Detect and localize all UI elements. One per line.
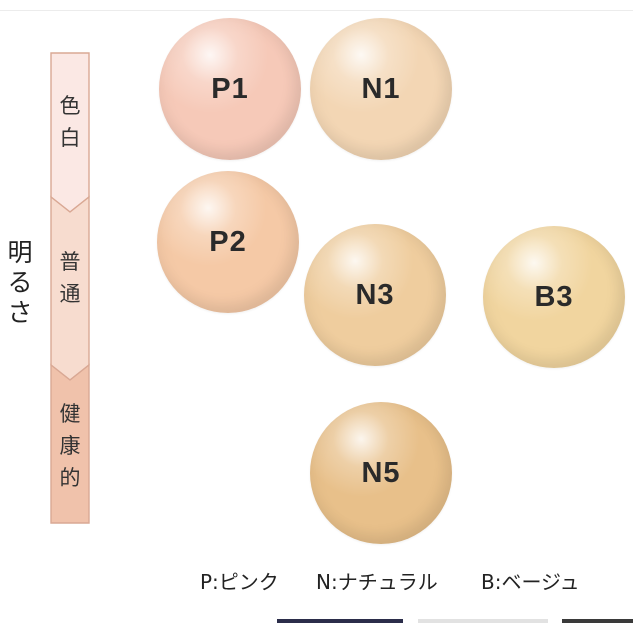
shade-label: P1 — [211, 72, 249, 105]
scale-char: 白 — [59, 126, 81, 150]
scale-segment-healthy — [50, 363, 90, 524]
bottom-tab-bar-2[interactable] — [418, 619, 548, 623]
brightness-scale-bar — [50, 52, 90, 524]
brightness-axis-title: 明 る さ — [6, 238, 34, 328]
legend-beige: B:ベージュ — [481, 570, 580, 594]
scale-char: 的 — [59, 466, 81, 490]
shade-label: P2 — [209, 225, 247, 258]
scale-label-normal: 普 通 — [50, 246, 90, 310]
scale-char: 康 — [59, 434, 81, 458]
scale-char: 色 — [59, 94, 81, 118]
axis-title-char-2: る — [7, 268, 33, 297]
brightness-scale: 色 白 普 通 健 康 的 — [50, 52, 90, 524]
scale-char: 普 — [59, 250, 81, 274]
shade-swatch-b3[interactable]: B3 — [483, 226, 625, 368]
scale-label-healthy: 健 康 的 — [50, 398, 90, 494]
shade-label: B3 — [534, 280, 574, 313]
axis-title-char-1: 明 — [7, 238, 33, 267]
axis-title-char-3: さ — [7, 298, 33, 327]
shade-label: N3 — [355, 278, 395, 311]
shade-swatch-n3[interactable]: N3 — [304, 224, 446, 366]
shade-label: N1 — [361, 72, 401, 105]
shade-swatch-n1[interactable]: N1 — [310, 18, 452, 160]
shade-label: N5 — [361, 456, 401, 489]
shade-swatch-p1[interactable]: P1 — [159, 18, 301, 160]
top-divider — [0, 10, 633, 11]
bottom-tab-bar-3[interactable] — [562, 619, 633, 623]
shade-swatch-n5[interactable]: N5 — [310, 402, 452, 544]
legend-pink: P:ピンク — [200, 570, 279, 594]
scale-label-fair: 色 白 — [50, 90, 90, 154]
scale-char: 通 — [59, 282, 81, 306]
shade-swatch-p2[interactable]: P2 — [157, 171, 299, 313]
bottom-tab-bar-1[interactable] — [277, 619, 403, 623]
scale-char: 健 — [59, 402, 81, 426]
legend-natural: N:ナチュラル — [316, 570, 438, 594]
